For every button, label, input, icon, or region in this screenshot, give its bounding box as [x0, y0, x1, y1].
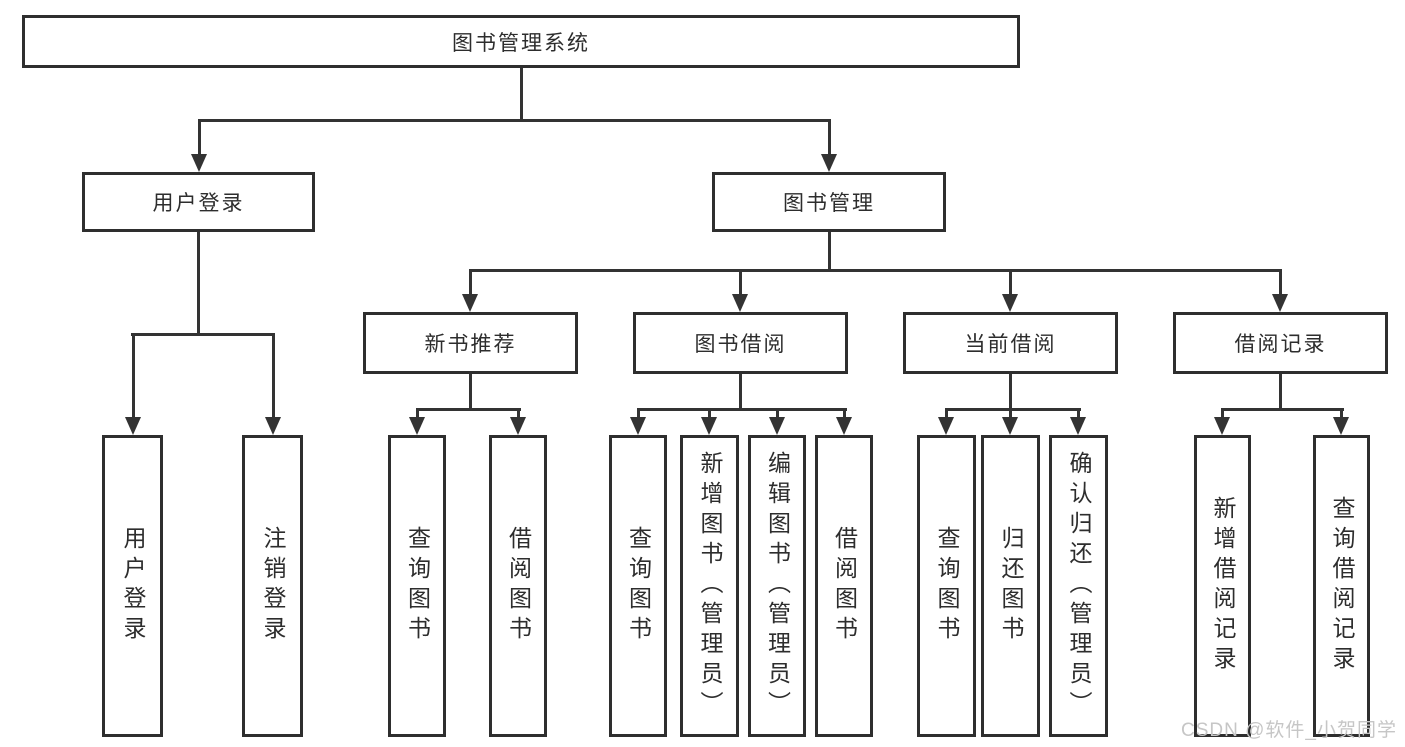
leaf-borrow-borrow-book: 借阅图书	[815, 435, 873, 737]
connector-recommend-bar	[416, 408, 521, 411]
arrow-to-leaf-user-login	[125, 417, 141, 435]
leaf-recommend-borrow-book: 借阅图书	[489, 435, 547, 737]
arrow-to-rec-query	[409, 417, 425, 435]
connector-to-bor-edit	[776, 408, 779, 422]
connector-record-stem	[1279, 374, 1282, 411]
connector-to-bor-borrow	[843, 408, 846, 422]
connector-to-leaf-logout	[272, 333, 275, 420]
arrow-to-bor-query	[630, 417, 646, 435]
connector-to-cur-query	[945, 408, 948, 422]
leaf-borrow-query-book: 查询图书	[609, 435, 667, 737]
connector-borrow-bar	[637, 408, 847, 411]
connector-to-bor-query	[637, 408, 640, 422]
node-current-borrow: 当前借阅	[903, 312, 1118, 374]
arrow-to-leaf-logout	[265, 417, 281, 435]
connector-to-recommend	[469, 269, 472, 298]
leaf-current-confirm-return-admin: 确认归还（管理员）	[1049, 435, 1108, 737]
arrow-to-borrow	[732, 294, 748, 312]
arrow-to-cur-return	[1002, 417, 1018, 435]
leaf-record-query: 查询借阅记录	[1313, 435, 1370, 737]
connector-login-stem	[197, 232, 200, 335]
leaf-borrow-edit-book-admin: 编辑图书（管理员）	[748, 435, 806, 737]
arrow-to-book-management	[821, 154, 837, 172]
connector-manage-stem	[828, 232, 831, 272]
node-book-management: 图书管理	[712, 172, 946, 232]
leaf-user-login: 用户登录	[102, 435, 163, 737]
arrow-to-hist-add	[1214, 417, 1230, 435]
connector-to-cur-confirm	[1077, 408, 1080, 422]
arrow-to-recommend	[462, 294, 478, 312]
arrow-to-cur-confirm	[1070, 417, 1086, 435]
connector-root-stem	[520, 68, 523, 120]
node-root: 图书管理系统	[22, 15, 1020, 68]
connector-to-hist-add	[1221, 408, 1224, 422]
connector-borrow-stem	[739, 374, 742, 411]
connector-to-current	[1009, 269, 1012, 298]
leaf-recommend-query-book: 查询图书	[388, 435, 446, 737]
connector-to-rec-borrow	[517, 408, 520, 422]
connector-to-user-login	[198, 119, 201, 159]
connector-to-bor-add	[708, 408, 711, 422]
node-user-login: 用户登录	[82, 172, 315, 232]
connector-login-bar	[131, 333, 274, 336]
node-borrow-record: 借阅记录	[1173, 312, 1388, 374]
arrow-to-current	[1002, 294, 1018, 312]
leaf-borrow-add-book-admin: 新增图书（管理员）	[680, 435, 739, 737]
connector-to-record	[1279, 269, 1282, 298]
connector-level3-bar	[469, 269, 1281, 272]
arrow-to-cur-query	[938, 417, 954, 435]
arrow-to-user-login	[191, 154, 207, 172]
arrow-to-rec-borrow	[510, 417, 526, 435]
arrow-to-record	[1272, 294, 1288, 312]
node-new-book-recommend: 新书推荐	[363, 312, 578, 374]
leaf-logout: 注销登录	[242, 435, 303, 737]
connector-level2-bar	[198, 119, 831, 122]
connector-to-book-management	[828, 119, 831, 159]
node-book-borrow: 图书借阅	[633, 312, 848, 374]
leaf-current-return-book: 归还图书	[981, 435, 1040, 737]
connector-to-rec-query	[416, 408, 419, 422]
arrow-to-bor-borrow	[836, 417, 852, 435]
connector-record-bar	[1221, 408, 1344, 411]
connector-to-cur-return	[1009, 408, 1012, 422]
connector-recommend-stem	[469, 374, 472, 411]
connector-to-hist-query	[1340, 408, 1343, 422]
arrow-to-bor-edit	[769, 417, 785, 435]
arrow-to-hist-query	[1333, 417, 1349, 435]
leaf-record-add: 新增借阅记录	[1194, 435, 1251, 737]
arrow-to-bor-add	[701, 417, 717, 435]
connector-current-bar	[945, 408, 1081, 411]
connector-to-borrow	[739, 269, 742, 298]
connector-to-leaf-user-login	[132, 333, 135, 420]
watermark: CSDN @软件_小贺同学	[1181, 720, 1397, 741]
connector-current-stem	[1009, 374, 1012, 411]
leaf-current-query-book: 查询图书	[917, 435, 976, 737]
